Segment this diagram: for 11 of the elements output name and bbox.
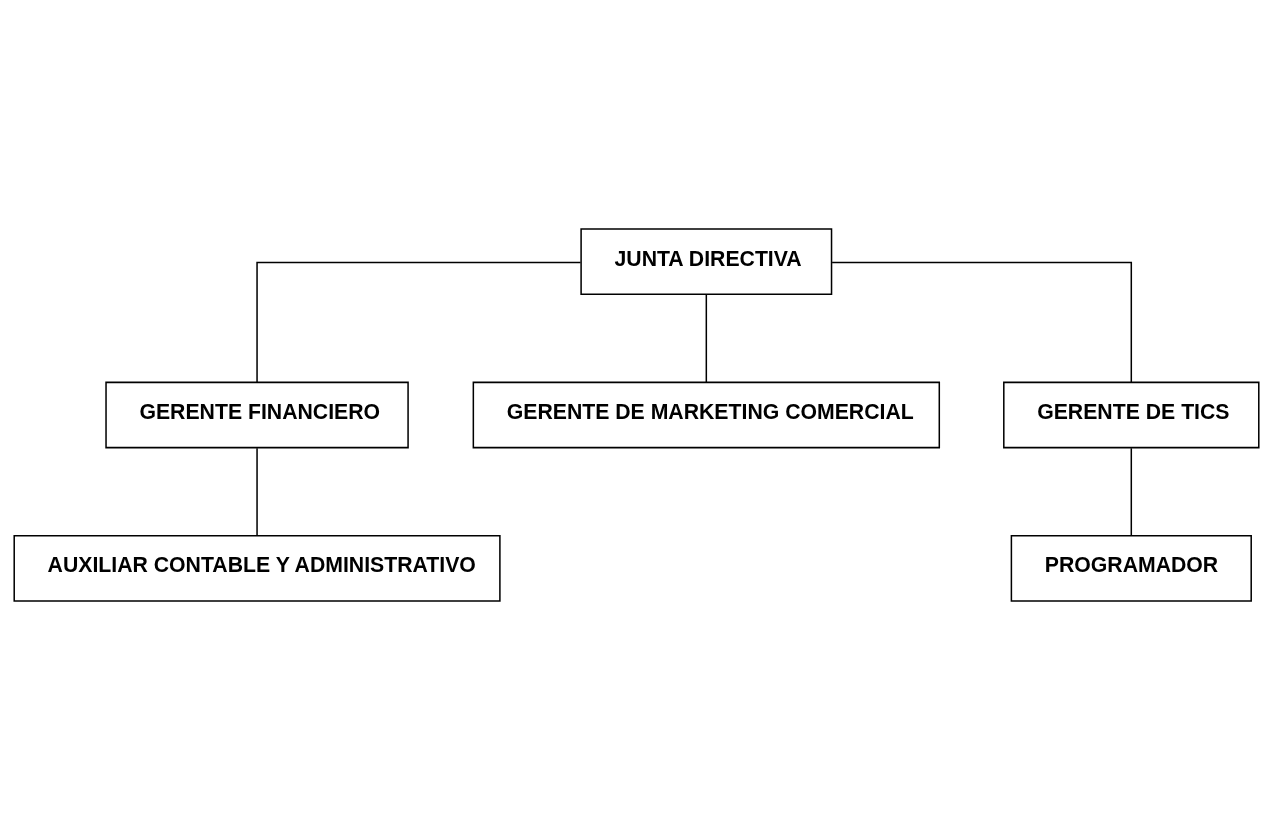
connector <box>705 293 708 383</box>
node-box: GERENTE FINANCIERO <box>105 381 409 448</box>
connector <box>831 261 1133 383</box>
node-box: PROGRAMADOR <box>1010 534 1252 602</box>
connector <box>1130 447 1133 536</box>
connector <box>256 447 258 536</box>
connector <box>256 261 582 383</box>
node-box: JUNTA DIRECTIVA <box>580 227 833 295</box>
node-box: GERENTE DE MARKETING COMERCIAL <box>472 381 941 448</box>
node-box: AUXILIAR CONTABLE Y ADMINISTRATIVO <box>13 534 501 602</box>
node-box: GERENTE DE TICS <box>1003 381 1260 448</box>
